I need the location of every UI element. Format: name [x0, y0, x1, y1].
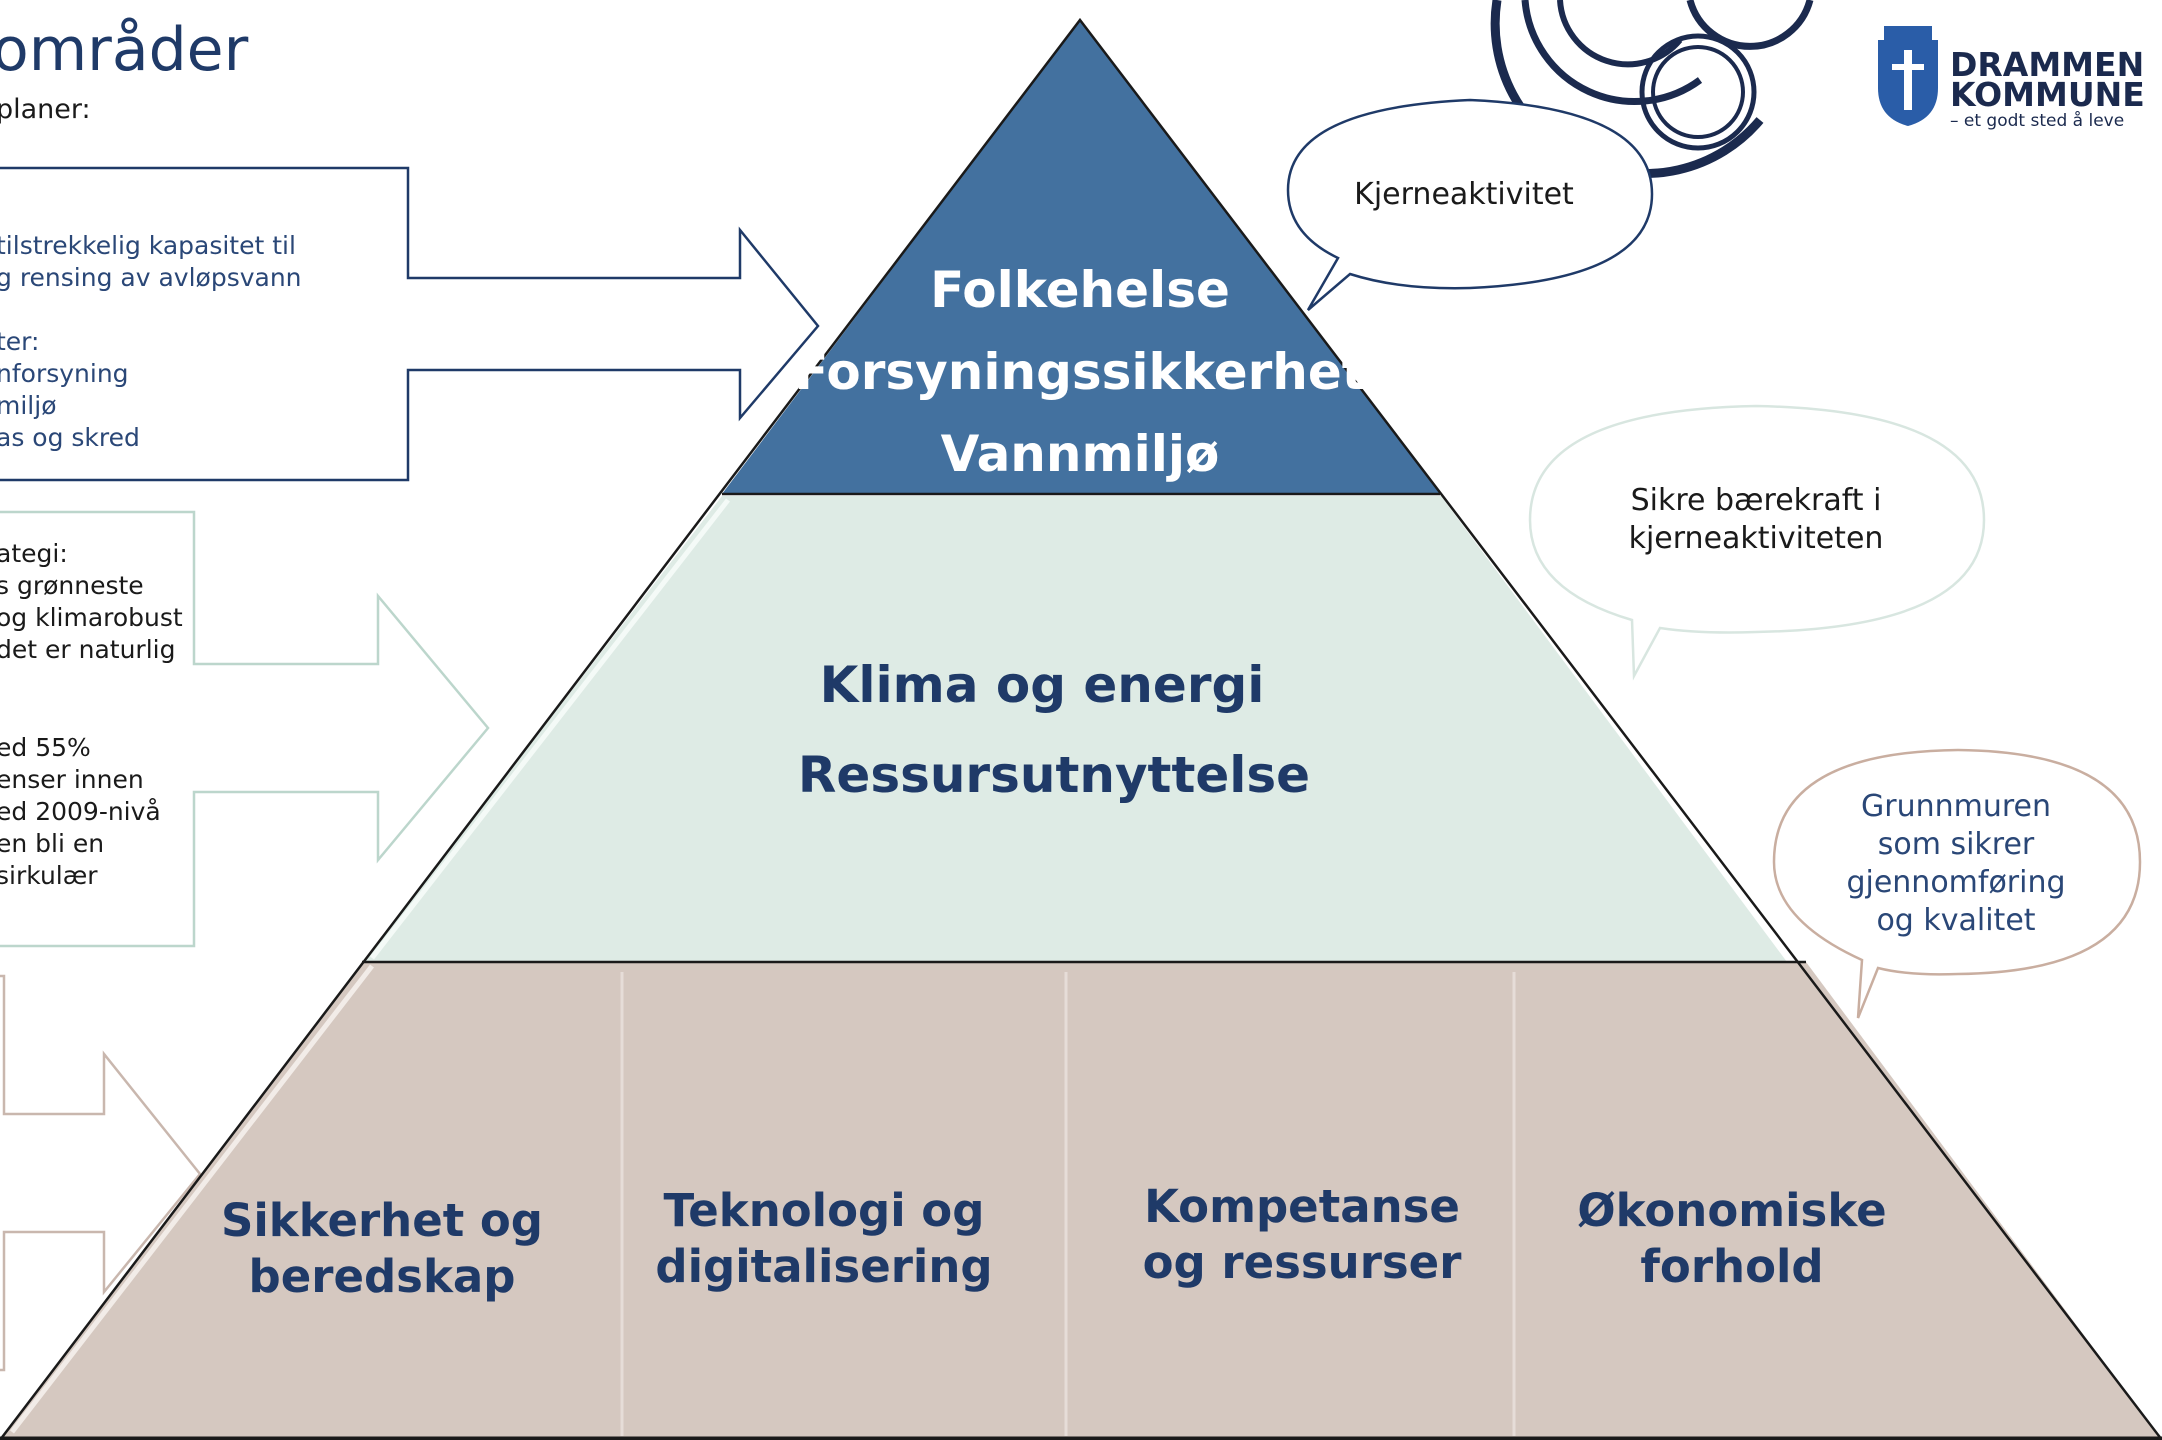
goal-2-line: og klimarobust: [0, 603, 183, 632]
bubble-foundation-line: og kvalitet: [1876, 903, 2035, 938]
base-label-economy-line: Økonomiske: [1577, 1184, 1886, 1237]
bubble-foundation-line: gjennomføring: [1846, 865, 2065, 900]
base-label-competence-line: og ressurser: [1143, 1236, 1463, 1289]
bubble-core-activity: Kjerneaktivitet: [1286, 98, 1654, 311]
logo-line-1: DRAMMEN: [1950, 45, 2144, 84]
goal-1-line: ter:: [0, 327, 39, 356]
goal-2-line: enser innen: [0, 765, 144, 794]
pyramid-top-tier: [722, 20, 1440, 494]
goal-2-line: s grønneste: [0, 571, 144, 600]
pyramid-outline: [0, 17, 2162, 1440]
bubble-sustainability-line: kjerneaktiviteten: [1629, 521, 1884, 556]
page-subtitle: planer:: [0, 94, 91, 125]
bubble-core-text: Kjerneaktivitet: [1354, 177, 1574, 212]
bubble-foundation-line: Grunnmuren: [1861, 789, 2051, 824]
bubble-foundation-line: som sikrer: [1878, 827, 2035, 862]
goal-arrow-1-text: tilstrekkelig kapasitet til g rensing av…: [0, 231, 302, 452]
tier-label-supply-security: Forsyningssikkerhet: [794, 343, 1365, 401]
goal-2-line: sirkulær: [0, 861, 98, 890]
goal-arrow-1: tilstrekkelig kapasitet til g rensing av…: [0, 166, 820, 482]
logo-line-2: KOMMUNE: [1950, 75, 2145, 114]
pyramid: Folkehelse Forsyningssikkerhet Vannmiljø…: [0, 17, 2162, 1440]
pyramid-middle-tier: [362, 496, 1787, 962]
goal-2-line: en bli en: [0, 829, 104, 858]
goal-1-line: nforsyning: [0, 359, 129, 388]
goal-1-line: tilstrekkelig kapasitet til: [0, 231, 296, 260]
base-label-safety-line: Sikkerhet og: [221, 1194, 543, 1247]
page-title: områder: [0, 15, 249, 85]
pyramid-base-tier: [0, 962, 2162, 1440]
tier-label-public-health: Folkehelse: [930, 261, 1230, 319]
bubble-foundation: Grunnmuren som sikrer gjennomføring og k…: [1772, 748, 2142, 1019]
goal-2-line: ed 2009-nivå: [0, 797, 161, 826]
base-label-technology-line: digitalisering: [655, 1240, 992, 1293]
goal-arrow-3: [0, 974, 202, 1372]
base-tier-labels: Sikkerhet og beredskap Teknologi og digi…: [221, 1180, 1887, 1303]
goal-arrow-2: ategi: s grønneste og klimarobust det er…: [0, 510, 490, 948]
goal-arrow-2-text: ategi: s grønneste og klimarobust det er…: [0, 539, 183, 890]
tier-label-resource-use: Ressursutnyttelse: [798, 746, 1310, 804]
tier-label-water-environment: Vannmiljø: [941, 425, 1220, 483]
base-label-economy-line: forhold: [1640, 1240, 1823, 1293]
base-label-technology-line: Teknologi og: [664, 1184, 985, 1237]
goal-2-line: ategi:: [0, 539, 68, 568]
middle-tier-labels: Klima og energi Ressursutnyttelse: [798, 656, 1310, 804]
base-label-safety-line: beredskap: [249, 1250, 516, 1303]
goal-1-line: g rensing av avløpsvann: [0, 263, 302, 292]
bubble-sustainability-line: Sikre bærekraft i: [1631, 483, 1882, 518]
goal-1-line: miljø: [0, 391, 57, 420]
logo-tagline: – et godt sted å leve: [1950, 110, 2124, 131]
drammen-logo: DRAMMEN KOMMUNE – et godt sted å leve: [1878, 26, 2145, 131]
tier-label-climate-energy: Klima og energi: [820, 656, 1265, 714]
goal-1-line: as og skred: [0, 423, 140, 452]
bubble-sustainability: Sikre bærekraft i kjerneaktiviteten: [1528, 404, 1986, 681]
base-label-competence-line: Kompetanse: [1144, 1180, 1460, 1233]
top-tier-labels: Folkehelse Forsyningssikkerhet Vannmiljø: [794, 261, 1365, 483]
goal-2-line: det er naturlig: [0, 635, 175, 664]
goal-2-line: ed 55%: [0, 733, 91, 762]
